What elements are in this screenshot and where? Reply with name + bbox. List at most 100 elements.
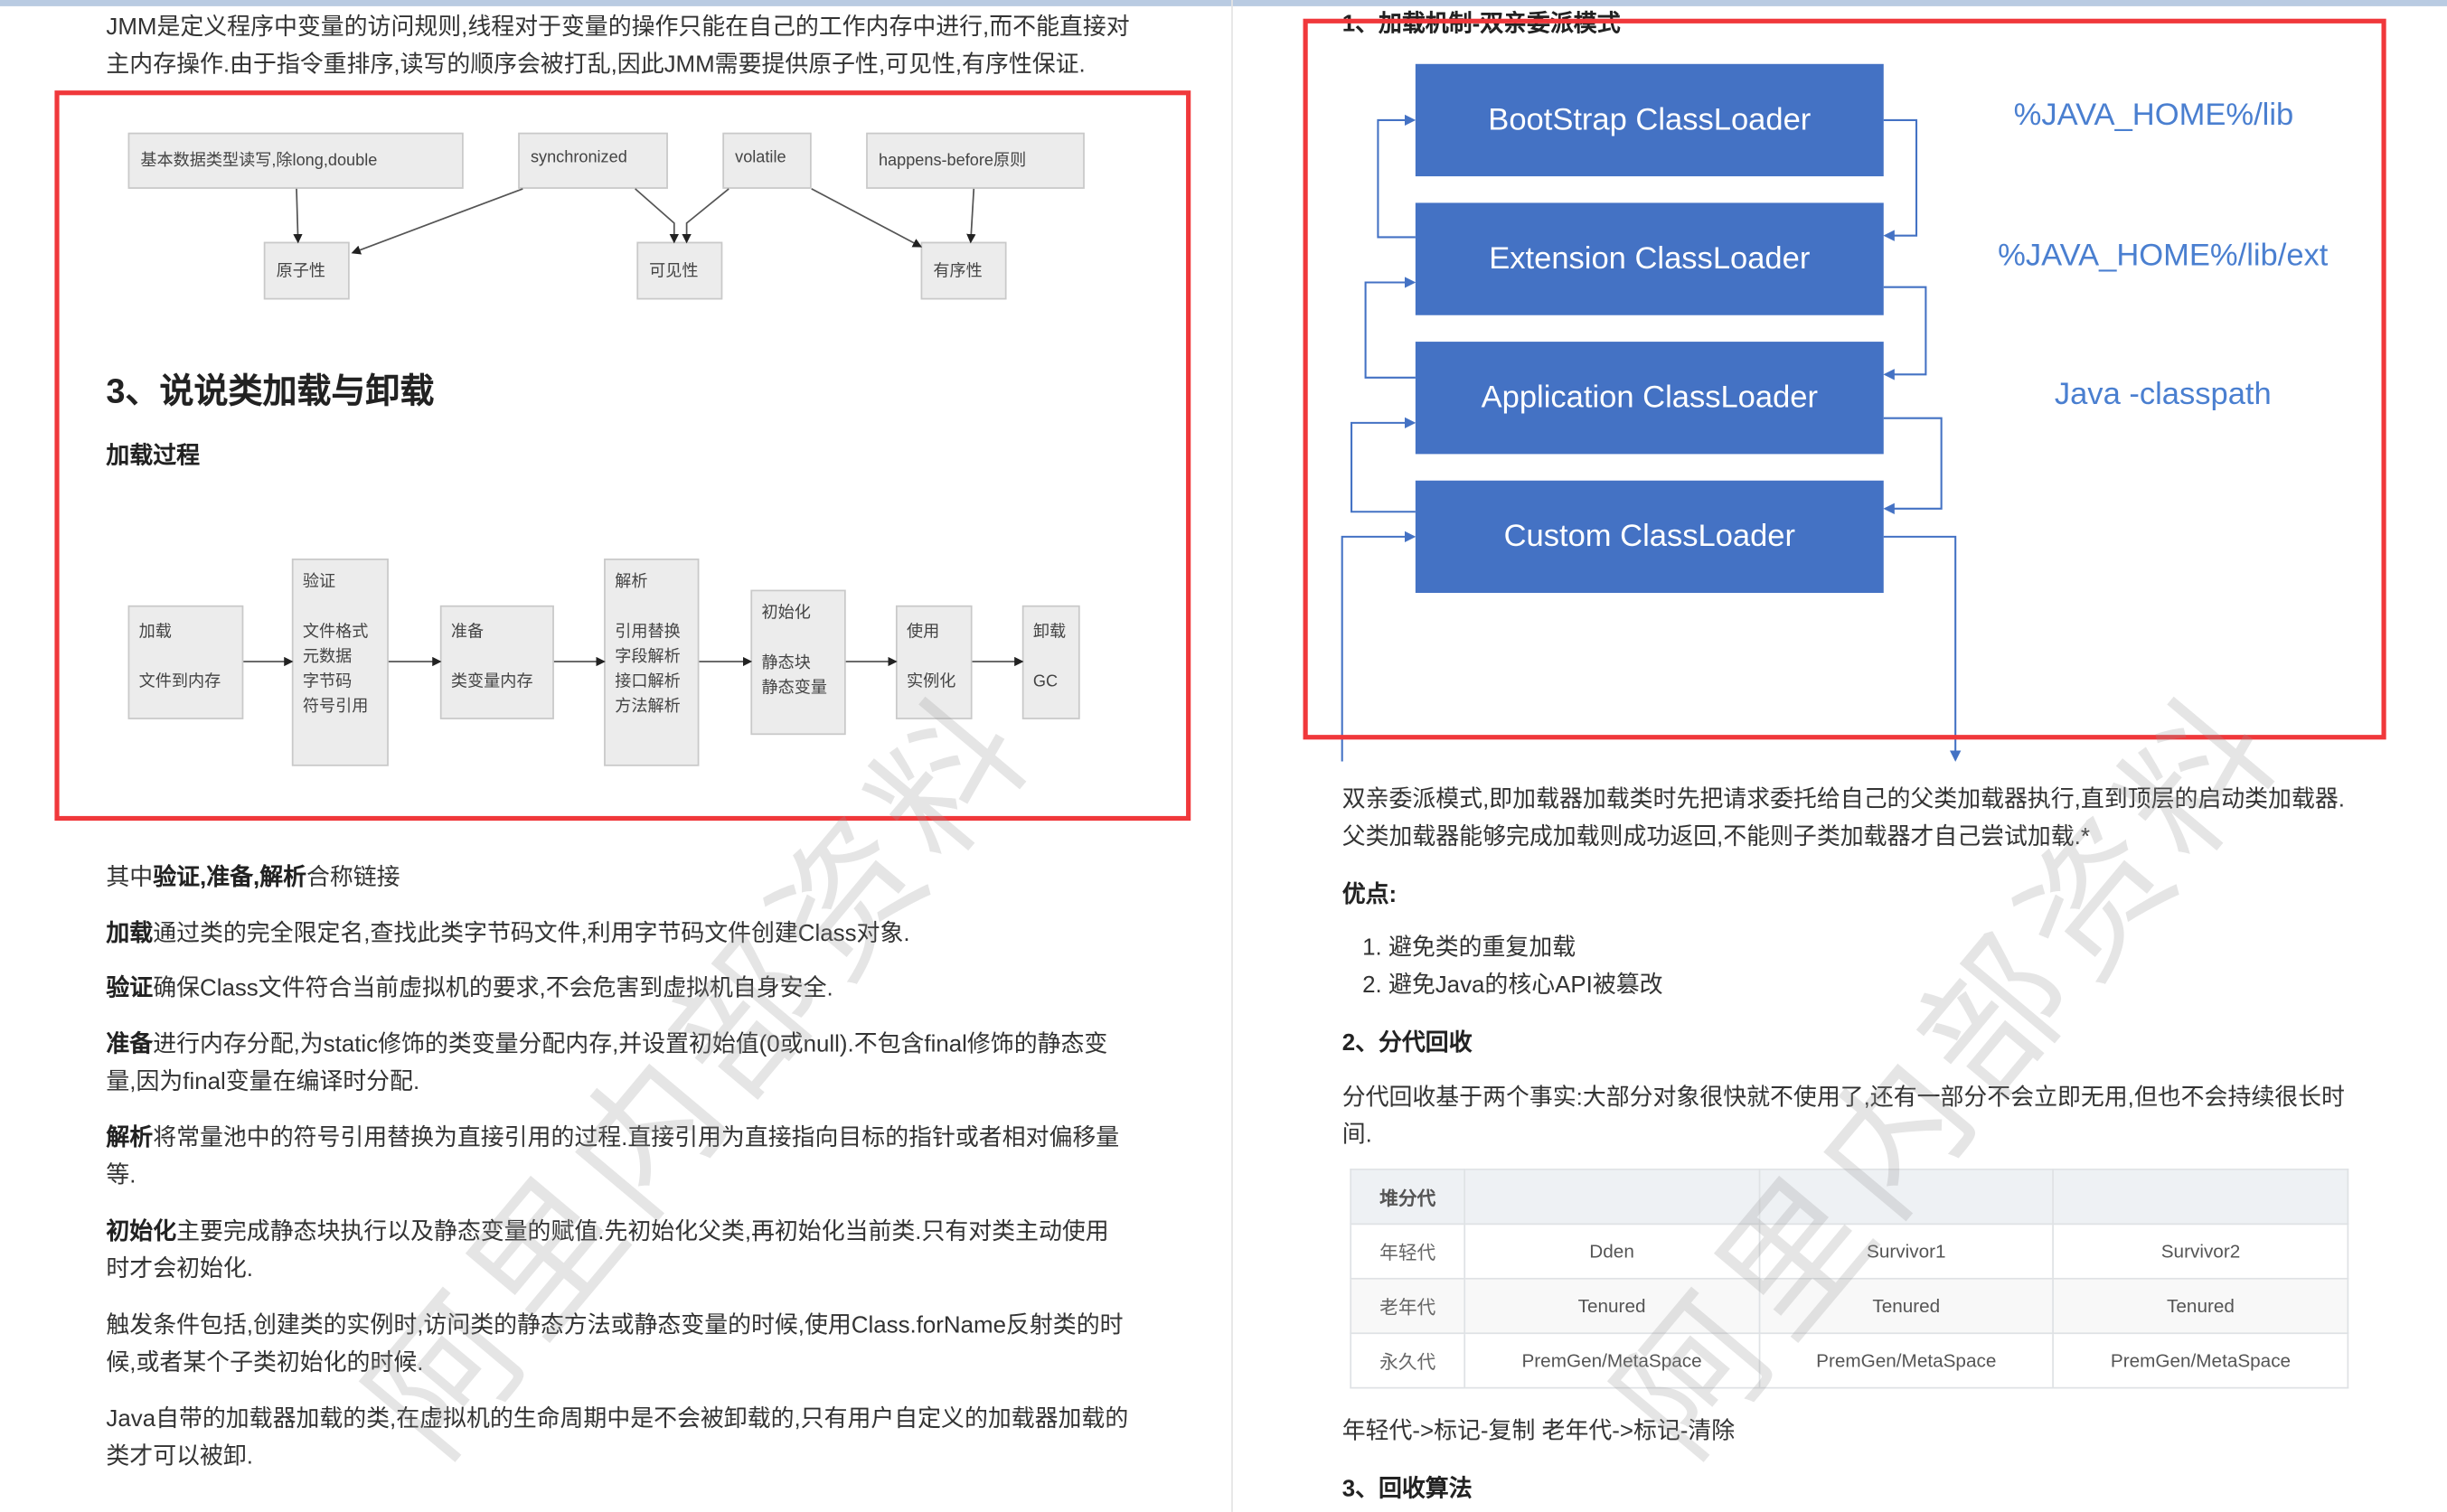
bold-term: 加载 (106, 920, 154, 947)
paragraph-prepare: 准备进行内存分配,为static修饰的类变量分配内存,并设置初始值(0或null… (106, 1027, 1107, 1102)
delegation-arrow (1883, 118, 1918, 241)
custom-classloader-box: Custom ClassLoader (1415, 480, 1884, 594)
arrow (966, 188, 976, 244)
text: 合称链接 (306, 864, 400, 891)
bold-text: 验证,准备,解析 (153, 864, 306, 891)
table-header-row: 堆分代 (1350, 1169, 2349, 1226)
table-row: 年轻代 Dden Survivor1 Survivor2 (1350, 1223, 2349, 1280)
step-line: 符号引用 (302, 697, 369, 717)
step-title: 准备 (450, 622, 485, 642)
bold-term: 准备 (106, 1031, 154, 1058)
arrow (351, 188, 523, 255)
delegation-arrow (1351, 417, 1416, 513)
step-title: 卸载 (1032, 622, 1067, 642)
table-header-cell (1463, 1169, 1760, 1226)
intro-line-2: 主内存操作.由于指令重排序,读写的顺序会被打乱,因此JMM需要提供原子性,可见性… (106, 51, 1086, 79)
paragraph-trigger: 触发条件包括,创建类的实例时,访问类的静态方法或静态变量的时候,使用Class.… (106, 1308, 1123, 1383)
gc-note: 年轻代->标记-复制 老年代->标记-清除 (1341, 1418, 1736, 1445)
step-line: 静态块 (761, 653, 811, 673)
text: 候,或者某个子类初始化的时候. (106, 1349, 424, 1376)
text: 通过类的完全限定名,查找此类字节码文件,利用字节码文件创建Class对象. (153, 920, 910, 947)
jmm-target-box: 原子性 (263, 241, 350, 300)
text: 父类加载器能够完成加载则成功返回,不能则子类加载器才自己尝试加载.* (1341, 823, 2090, 850)
flow-step-prepare: 准备类变量内存 (439, 605, 554, 719)
generational-description: 分代回收基于两个事实:大部分对象很快就不使用了,还有一部分不会立即无用,但也不会… (1342, 1080, 2345, 1155)
table-cell: PremGen/MetaSpace (2052, 1332, 2349, 1389)
box-label: synchronized (530, 148, 627, 167)
delegation-arrow (1883, 286, 1927, 380)
paragraph-verify: 验证确保Class文件符合当前虚拟机的要求,不会危害到虚拟机自身安全. (106, 971, 833, 1008)
step-title: 加载 (138, 622, 172, 642)
step-title: 初始化 (761, 604, 811, 623)
table-row: 老年代 Tenured Tenured Tenured (1350, 1277, 2349, 1335)
list-item: 2. 避免Java的核心API被篡改 (1362, 972, 1663, 999)
jmm-target-box: 可见性 (636, 241, 723, 300)
intro-line-1: JMM是定义程序中变量的访问规则,线程对于变量的操作只能在自己的工作内存中进行,… (106, 14, 1130, 41)
box-label: 原子性 (276, 262, 325, 281)
advantages-list: 1. 避免类的重复加载 2. 避免Java的核心API被篡改 (1362, 930, 1662, 1005)
step-line: 静态变量 (761, 678, 827, 698)
step-title: 解析 (615, 572, 648, 592)
table-row: 永久代 PremGen/MetaSpace PremGen/MetaSpace … (1350, 1332, 2349, 1389)
arrow (682, 188, 729, 244)
table-cell: PremGen/MetaSpace (1758, 1332, 2055, 1389)
step-title: 验证 (302, 572, 336, 592)
heap-generations-table: 堆分代 年轻代 Dden Survivor1 Survivor2 老年代 Ten… (1350, 1169, 2349, 1389)
step-title: 使用 (907, 622, 940, 642)
text: 分代回收基于两个事实:大部分对象很快就不使用了,还有一部分不会立即无用,但也不会… (1341, 1084, 2345, 1112)
section-heading-algorithms: 3、回收算法 (1341, 1476, 1473, 1503)
text: 触发条件包括,创建类的实例时,访问类的静态方法或静态变量的时候,使用Class.… (106, 1311, 1124, 1339)
delegation-description: 双亲委派模式,即加载器加载类时先把请求委托给自己的父类加载器执行,直到顶层的启动… (1342, 782, 2345, 857)
text: 类才可以被卸. (106, 1442, 253, 1470)
jmm-target-box: 有序性 (920, 241, 1007, 300)
text: 时才会初始化. (106, 1255, 253, 1283)
delegation-arrow (1364, 277, 1416, 379)
bold-term: 解析 (106, 1124, 154, 1152)
section-heading: 3、说说类加载与卸载 (106, 371, 435, 411)
table-cell: 年轻代 (1350, 1223, 1466, 1280)
text: 等. (106, 1162, 136, 1189)
section-heading-generational: 2、分代回收 (1341, 1029, 1473, 1057)
extension-classloader-box: Extension ClassLoader (1415, 202, 1884, 315)
bootstrap-path-label: %JAVA_HOME%/lib (2013, 98, 2294, 133)
highlight-box-left (54, 90, 1191, 822)
step-line: 字节码 (302, 672, 353, 691)
step-line: 文件到内存 (138, 672, 221, 691)
table-cell: Survivor2 (2052, 1223, 2349, 1280)
paragraph-unload: Java自带的加载器加载的类,在虚拟机的生命周期中是不会被卸载的,只有用户自定义… (106, 1401, 1128, 1476)
delegation-arrow (1377, 114, 1416, 239)
table-header-cell (1758, 1169, 2055, 1226)
highlight-box-right (1303, 18, 2386, 740)
text: 量,因为final变量在编译时分配. (106, 1068, 420, 1095)
step-line: 字段解析 (615, 647, 681, 667)
delegation-arrow (1883, 417, 1943, 515)
step-line: GC (1032, 672, 1059, 691)
text: 确保Class文件符合当前虚拟机的要求,不会危害到虚拟机自身安全. (153, 975, 833, 1002)
table-cell: 老年代 (1350, 1277, 1466, 1335)
step-line: 类变量内存 (450, 672, 533, 691)
delegation-arrow (1883, 535, 1962, 762)
step-line: 接口解析 (615, 672, 681, 691)
paragraph-load: 加载通过类的完全限定名,查找此类字节码文件,利用字节码文件创建Class对象. (106, 916, 909, 953)
arrow (293, 188, 303, 244)
bootstrap-classloader-box: BootStrap ClassLoader (1415, 63, 1884, 177)
link-note: 其中验证,准备,解析合称链接 (106, 859, 400, 897)
list-item: 1. 避免类的重复加载 (1362, 934, 1576, 962)
advantages-label: 优点: (1341, 881, 1398, 908)
arrow (635, 188, 679, 244)
table-header-cell: 堆分代 (1350, 1169, 1466, 1226)
arrow (811, 188, 923, 248)
step-line: 元数据 (302, 647, 353, 667)
top-bar (0, 0, 2447, 6)
subheading: 加载过程 (106, 443, 201, 470)
step-line: 实例化 (907, 672, 956, 691)
paragraph-initialize: 初始化主要完成静态块执行以及静态变量的赋值.先初始化父类,再初始化当前类.只有对… (106, 1214, 1108, 1289)
flow-step-verify: 验证文件格式元数据字节码符号引用 (291, 559, 389, 766)
table-cell: Tenured (1758, 1277, 2055, 1335)
jmm-source-box: synchronized (518, 132, 668, 189)
flow-step-unload: 卸载 GC (1021, 605, 1080, 719)
box-label: 有序性 (933, 262, 983, 281)
step-line: 文件格式 (302, 622, 369, 642)
text: 双亲委派模式,即加载器加载类时先把请求委托给自己的父类加载器执行,直到顶层的启动… (1341, 786, 2345, 813)
